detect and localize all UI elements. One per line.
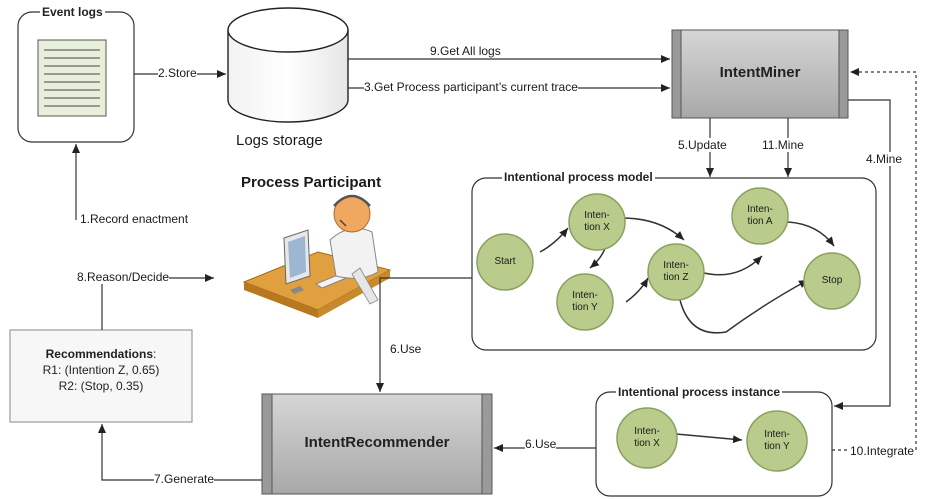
node-intention-a-label: Inten- tion A xyxy=(747,204,773,227)
node-stop xyxy=(803,252,861,310)
recommendations-title-suffix: : xyxy=(153,347,157,361)
intent-miner-label: IntentMiner xyxy=(719,64,801,81)
recommendations-text: Recommendations: R1: (Intention Z, 0.65)… xyxy=(10,346,192,394)
edge-label-reason: 8.Reason/Decide xyxy=(77,270,170,284)
recommendations-box xyxy=(9,329,193,423)
recommendation-r1: R1: (Intention Z, 0.65) xyxy=(42,363,160,377)
model-transitions xyxy=(539,217,835,334)
edge-label-store: 2.Store xyxy=(158,66,197,80)
node-intention-x xyxy=(568,193,626,251)
intent-recommender-box xyxy=(261,393,493,495)
node-intention-x-label: Inten- tion X xyxy=(584,210,610,233)
edge-use-top xyxy=(376,277,472,392)
edge-label-get-all: 9.Get All logs xyxy=(430,44,501,58)
model-nodes xyxy=(476,187,861,331)
edge-label-mine4: 4.Mine xyxy=(866,152,903,166)
node-stop-label: Stop xyxy=(821,275,843,286)
intent-recommender-label: IntentRecommender xyxy=(304,434,450,451)
node-intention-z-label: Inten- tion Z xyxy=(663,260,689,283)
instance-nodes xyxy=(616,407,808,472)
instance-node-x-label: Inten- tion X xyxy=(634,426,660,449)
edge-mine4 xyxy=(834,99,891,410)
instance-node-y-label: Inten- tion Y xyxy=(764,429,790,452)
node-start xyxy=(476,233,534,291)
node-intention-y-label: Inten- tion Y xyxy=(572,290,598,313)
edge-label-get-trace: 3.Get Process participant’s current trac… xyxy=(364,80,578,94)
edge-label-use-bottom: 6.Use xyxy=(525,437,557,451)
edge-label-use-top: 6.Use xyxy=(390,342,422,356)
intent-miner-box xyxy=(671,29,849,119)
instance-node-y xyxy=(746,410,808,472)
node-start-label: Start xyxy=(494,256,516,267)
recommendation-r2: R2: (Stop, 0.35) xyxy=(58,379,144,393)
node-intention-y xyxy=(556,273,614,331)
event-logs-title: Event logs xyxy=(40,5,105,19)
edge-label-mine11: 11.Mine xyxy=(762,138,804,152)
logs-storage-label: Logs storage xyxy=(236,132,323,150)
recommendations-title: Recommendations xyxy=(45,347,153,361)
edge-label-integrate: 10.Integrate xyxy=(850,444,915,458)
recommendations-title-line: Recommendations: xyxy=(10,346,192,362)
process-participant-illustration xyxy=(242,194,392,318)
edge-label-generate: 7.Generate xyxy=(154,472,215,486)
instance-box-title: Intentional process instance xyxy=(616,385,783,399)
instance-transition xyxy=(675,433,743,444)
edge-reason xyxy=(101,274,214,330)
log-document-icon xyxy=(37,39,107,117)
edge-label-record: 1.Record enactment xyxy=(80,212,189,226)
edge-label-update: 5.Update xyxy=(678,138,727,152)
instance-node-x xyxy=(616,407,678,469)
node-intention-z xyxy=(647,243,705,301)
logs-storage-cylinder xyxy=(227,7,349,123)
node-intention-a xyxy=(731,187,789,245)
model-box-title: Intentional process model xyxy=(502,170,655,184)
process-participant-title: Process Participant xyxy=(241,174,382,191)
